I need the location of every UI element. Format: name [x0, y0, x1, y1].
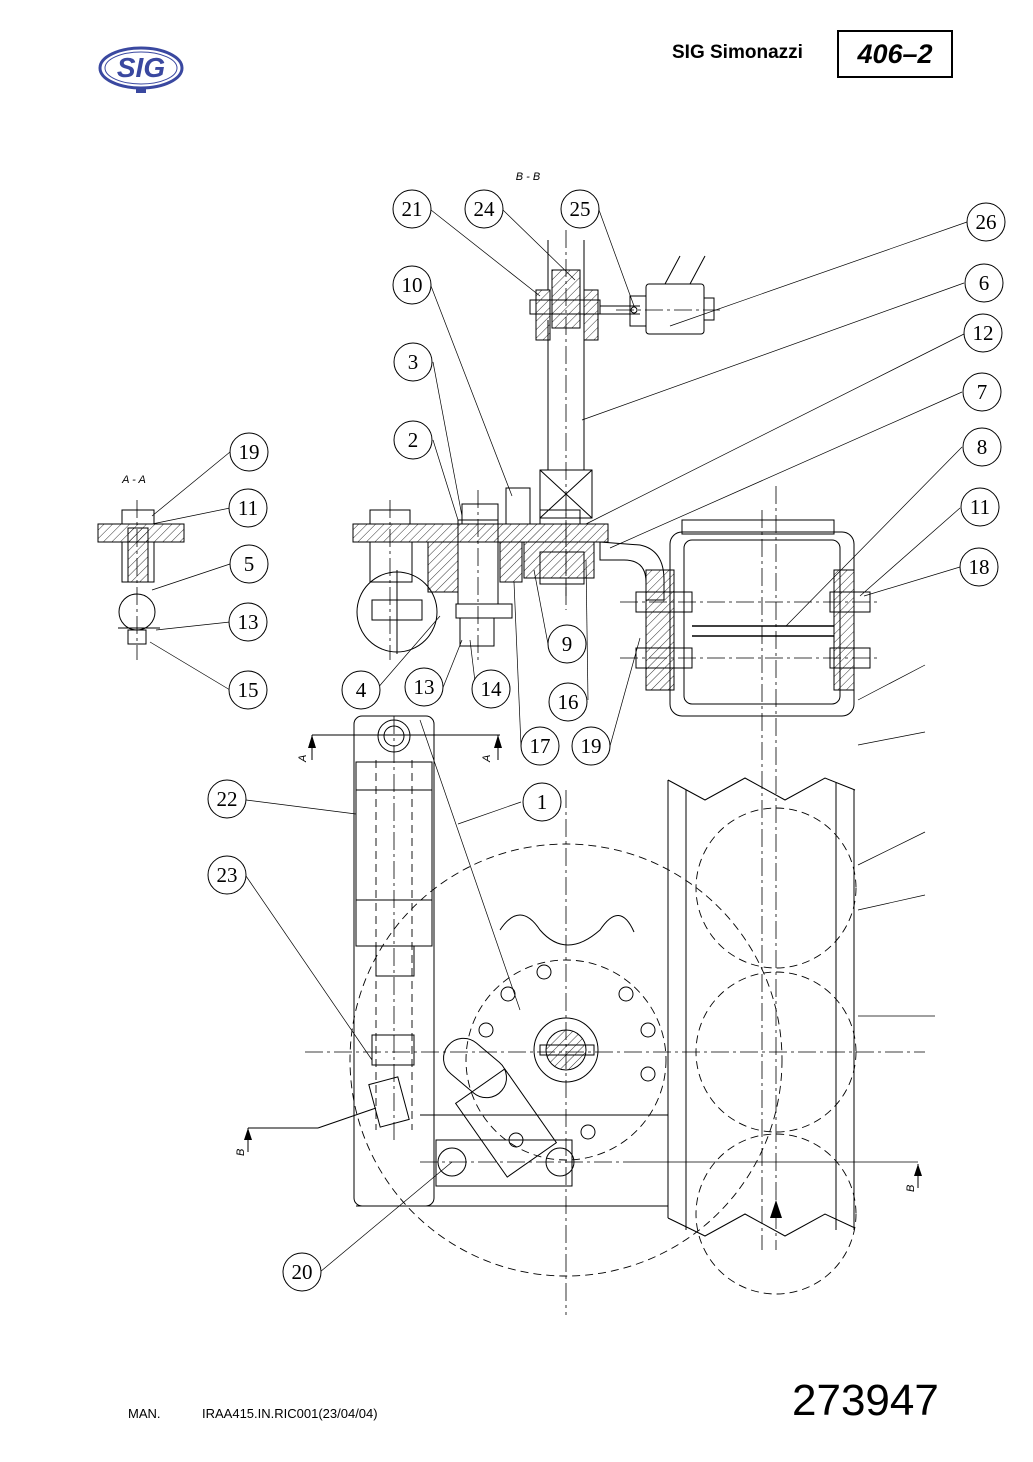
section-bb-label: B - B — [516, 171, 540, 183]
svg-text:11: 11 — [970, 495, 990, 519]
callout-5: 5 — [229, 544, 269, 584]
svg-text:7: 7 — [977, 380, 988, 404]
callout-11-left: 11 — [228, 488, 268, 528]
callout-19: 19 — [571, 726, 611, 766]
manual-label: MAN. — [128, 1406, 161, 1421]
svg-text:9: 9 — [562, 632, 573, 656]
svg-text:21: 21 — [402, 197, 423, 221]
document-number: 406–2 — [837, 30, 953, 78]
page-number: 273947 — [792, 1376, 939, 1425]
svg-text:25: 25 — [570, 197, 591, 221]
svg-text:19: 19 — [239, 440, 260, 464]
cut-b-right: B — [905, 1185, 917, 1192]
callout-22: 22 — [207, 779, 247, 819]
callout-11-right: 11 — [960, 487, 1000, 527]
svg-text:12: 12 — [973, 321, 994, 345]
callout-2: 2 — [393, 420, 433, 460]
callout-13: 13 — [404, 667, 444, 707]
cut-a-left: A — [297, 755, 309, 763]
svg-text:11: 11 — [238, 496, 258, 520]
company-name: SIG Simonazzi — [672, 42, 803, 63]
svg-text:13: 13 — [414, 675, 435, 699]
svg-text:8: 8 — [977, 435, 988, 459]
callout-12: 12 — [963, 313, 1003, 353]
callout-1: 1 — [522, 782, 562, 822]
callout-8: 8 — [962, 427, 1002, 467]
svg-text:6: 6 — [979, 271, 990, 295]
callout-21: 21 — [392, 189, 432, 229]
sig-logo: SIG — [98, 46, 184, 93]
callout-13-left: 13 — [228, 602, 268, 642]
logo-text: SIG — [117, 52, 165, 83]
callout-18: 18 — [959, 547, 999, 587]
callout-19-left: 19 — [229, 432, 269, 472]
document-reference: IRAA415.IN.RIC001(23/04/04) — [202, 1406, 378, 1421]
svg-text:26: 26 — [976, 210, 997, 234]
section-aa-label: A - A — [121, 474, 146, 486]
svg-text:24: 24 — [474, 197, 496, 221]
svg-text:18: 18 — [969, 555, 990, 579]
callout-20: 20 — [282, 1252, 322, 1292]
callout-4: 4 — [341, 670, 381, 710]
bracket-plate — [352, 487, 665, 660]
svg-text:23: 23 — [217, 863, 238, 887]
svg-text:4: 4 — [356, 678, 367, 702]
callout-26: 26 — [966, 202, 1006, 242]
svg-text:1: 1 — [537, 790, 548, 814]
callout-14: 14 — [471, 669, 511, 709]
svg-text:15: 15 — [238, 678, 259, 702]
callout-23: 23 — [207, 855, 247, 895]
leader-lines — [149, 209, 968, 1273]
section-aa-detail — [97, 500, 185, 660]
svg-text:2: 2 — [408, 428, 419, 452]
cut-b-left: B — [235, 1149, 247, 1156]
callout-15: 15 — [228, 670, 268, 710]
svg-text:22: 22 — [217, 787, 238, 811]
right-housing — [620, 486, 880, 1250]
lower-mechanism: A A — [235, 664, 935, 1315]
callout-17: 17 — [520, 726, 560, 766]
svg-text:3: 3 — [408, 350, 419, 374]
callout-16: 16 — [548, 682, 588, 722]
svg-text:5: 5 — [244, 552, 255, 576]
svg-text:20: 20 — [292, 1260, 313, 1284]
callout-9: 9 — [547, 624, 587, 664]
callout-10: 10 — [392, 265, 432, 305]
svg-text:19: 19 — [581, 734, 602, 758]
cut-a-right: A — [481, 755, 493, 763]
shaft-assembly-bb — [529, 230, 720, 600]
svg-text:13: 13 — [238, 610, 259, 634]
callout-25: 25 — [560, 189, 600, 229]
callout-24: 24 — [464, 189, 504, 229]
callout-7: 7 — [962, 372, 1002, 412]
callout-3: 3 — [393, 342, 433, 382]
svg-text:16: 16 — [558, 690, 579, 714]
callout-6: 6 — [964, 263, 1004, 303]
svg-text:17: 17 — [530, 734, 551, 758]
svg-text:14: 14 — [481, 677, 503, 701]
svg-text:10: 10 — [402, 273, 423, 297]
